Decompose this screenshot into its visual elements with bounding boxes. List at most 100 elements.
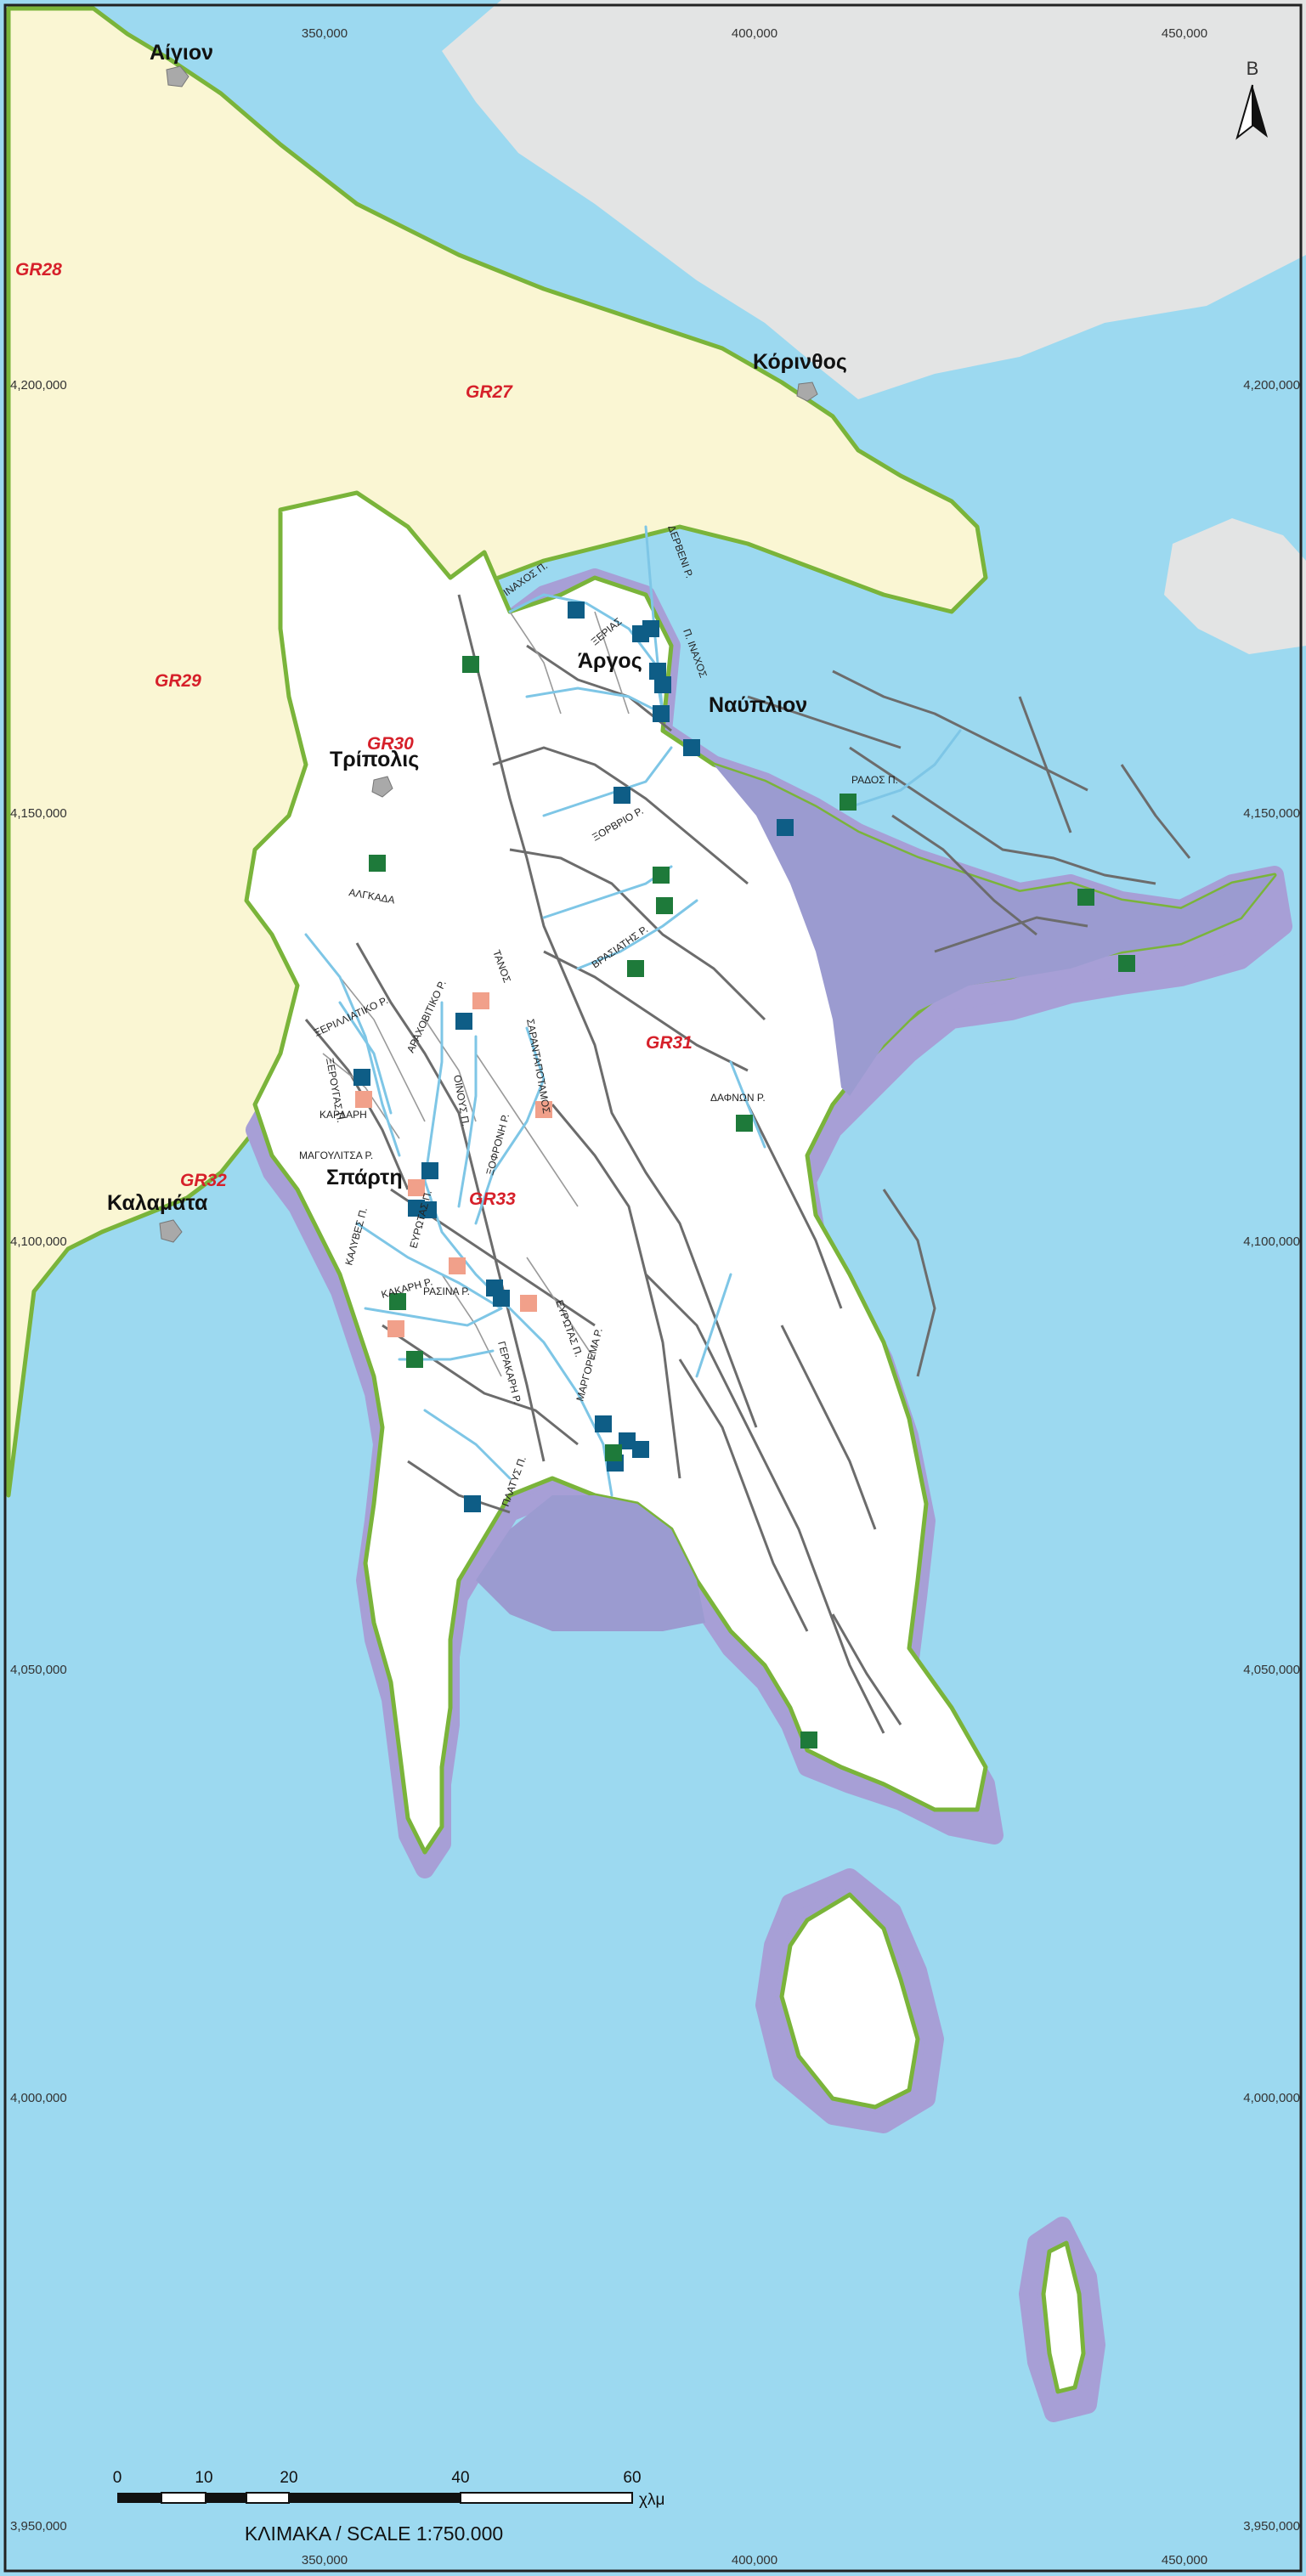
gulf-argolic — [663, 731, 1275, 1096]
easting-label-450000-bottom: 450,000 — [1162, 2553, 1207, 2568]
northing-label-4100000-right: 4,100,000 — [1243, 1234, 1300, 1249]
station-marker — [464, 1495, 481, 1512]
northing-label-4200000-right: 4,200,000 — [1243, 378, 1300, 393]
scale-bar-segment — [117, 2493, 161, 2503]
station-marker — [369, 855, 386, 872]
river-label: ΜΑΓΟΥΛΙΤΣΑ Ρ. — [299, 1150, 373, 1161]
easting-label-350000: 350,000 — [302, 26, 348, 41]
scale-tick-label: 40 — [451, 2469, 469, 2487]
river-label: ΔΑΦΝΩΝ Ρ. — [710, 1092, 766, 1104]
rbd-labels: GR28 GR27 GR29 GR30 GR31 GR32 GR33 — [15, 260, 693, 1209]
rbd-label-gr32: GR32 — [180, 1171, 227, 1190]
other-land-east — [1164, 518, 1306, 654]
station-marker — [406, 1351, 423, 1368]
graticule: 350,000 400,000 450,000 350,000 400,000 … — [10, 26, 1300, 2568]
northing-label-4150000: 4,150,000 — [10, 806, 67, 821]
rbd-label-gr33: GR33 — [469, 1189, 516, 1209]
scale-unit: χλμ — [639, 2491, 664, 2509]
station-marker — [455, 1013, 472, 1030]
station-marker — [462, 656, 479, 673]
station-marker — [353, 1069, 370, 1086]
station-marker — [777, 819, 794, 836]
river-label: ΚΑΡΔΑΡΗ — [319, 1109, 367, 1121]
map-frame — [3, 3, 1303, 2573]
scale-bar-segment — [206, 2493, 246, 2503]
scale-tick-label: 0 — [113, 2469, 122, 2487]
northing-label-4150000-right: 4,150,000 — [1243, 806, 1300, 821]
station-marker — [656, 897, 673, 914]
city-label-nafplion: Ναύπλιον — [709, 693, 807, 717]
scale-bar-segment — [289, 2493, 461, 2503]
gulf-laconian — [476, 1495, 705, 1631]
station-marker — [800, 1731, 817, 1748]
rbd-main — [244, 490, 1277, 1855]
scale-title: ΚΛΙΜΑΚΑ / SCALE 1:750.000 — [245, 2522, 503, 2545]
other-land-north — [442, 0, 1306, 399]
rbd-label-gr30: GR30 — [367, 734, 414, 754]
scale-bar-segment — [246, 2492, 290, 2504]
rbd-label-gr29: GR29 — [155, 671, 201, 691]
station-marker — [389, 1293, 406, 1310]
north-arrow-label: B — [1247, 58, 1259, 79]
station-marker — [605, 1444, 622, 1461]
city-label-korinthos: Κόρινθος — [753, 350, 847, 374]
river-label: ΡΑΔΟΣ Π. — [851, 774, 898, 786]
northing-label-4050000-right: 4,050,000 — [1243, 1663, 1300, 1677]
islet-antikythira — [1041, 2240, 1086, 2394]
station-marker — [653, 705, 670, 722]
station-marker — [632, 1441, 649, 1458]
northing-label-4200000: 4,200,000 — [10, 378, 67, 393]
north-arrow-icon — [1252, 85, 1268, 138]
station-marker — [420, 1201, 437, 1218]
northing-label-4000000: 4,000,000 — [10, 2091, 67, 2105]
rbd-label-gr31: GR31 — [646, 1033, 693, 1053]
city-label-sparti: Σπάρτη — [326, 1166, 403, 1189]
station-markers — [353, 602, 1135, 1748]
northing-label-4000000-right: 4,000,000 — [1243, 2091, 1300, 2105]
station-marker — [355, 1091, 372, 1108]
city-label-tripolis: Τρίπολις — [330, 748, 419, 771]
station-marker — [595, 1415, 612, 1432]
station-marker — [683, 739, 700, 756]
north-arrow: B — [1235, 58, 1268, 140]
town-icon — [371, 776, 393, 798]
station-marker — [387, 1320, 404, 1337]
city-label-argos: Άργος — [578, 649, 642, 673]
station-marker — [449, 1257, 466, 1274]
city-label-aigion: Αίγιον — [150, 41, 213, 65]
station-marker — [520, 1295, 537, 1312]
island-kythira — [779, 1892, 920, 2110]
city-label-kalamata: Καλαμάτα — [107, 1191, 208, 1215]
station-marker — [493, 1290, 510, 1307]
scale-tick-label: 60 — [623, 2469, 641, 2487]
scale-bar-segment — [161, 2492, 206, 2504]
northing-label-4050000: 4,050,000 — [10, 1663, 67, 1677]
town-icons — [159, 65, 818, 1243]
station-marker — [654, 676, 671, 693]
station-marker — [642, 620, 659, 637]
town-icon — [159, 1219, 183, 1243]
easting-label-400000: 400,000 — [732, 26, 777, 41]
easting-label-450000: 450,000 — [1162, 26, 1207, 41]
station-marker — [408, 1179, 425, 1196]
station-marker — [613, 787, 630, 804]
scale-tick-label: 20 — [280, 2469, 297, 2487]
station-marker — [472, 992, 489, 1009]
station-marker — [649, 663, 666, 680]
station-marker — [535, 1101, 552, 1118]
northing-label-3950000-right: 3,950,000 — [1243, 2519, 1300, 2534]
northing-label-4100000: 4,100,000 — [10, 1234, 67, 1249]
town-icon — [166, 65, 189, 88]
river-label: ΡΑΣΙΝΑ Ρ. — [423, 1285, 470, 1297]
station-marker — [619, 1432, 636, 1449]
scale-bar-segment — [460, 2492, 633, 2504]
city-labels: Αίγιον Κόρινθος Άργος Ναύπλιον Τρίπολις … — [107, 41, 847, 1215]
town-icon — [796, 381, 818, 402]
rbd-label-gr28: GR28 — [15, 260, 62, 280]
station-marker — [568, 602, 585, 619]
station-marker — [627, 960, 644, 977]
station-marker — [653, 867, 670, 884]
station-marker — [421, 1162, 438, 1179]
